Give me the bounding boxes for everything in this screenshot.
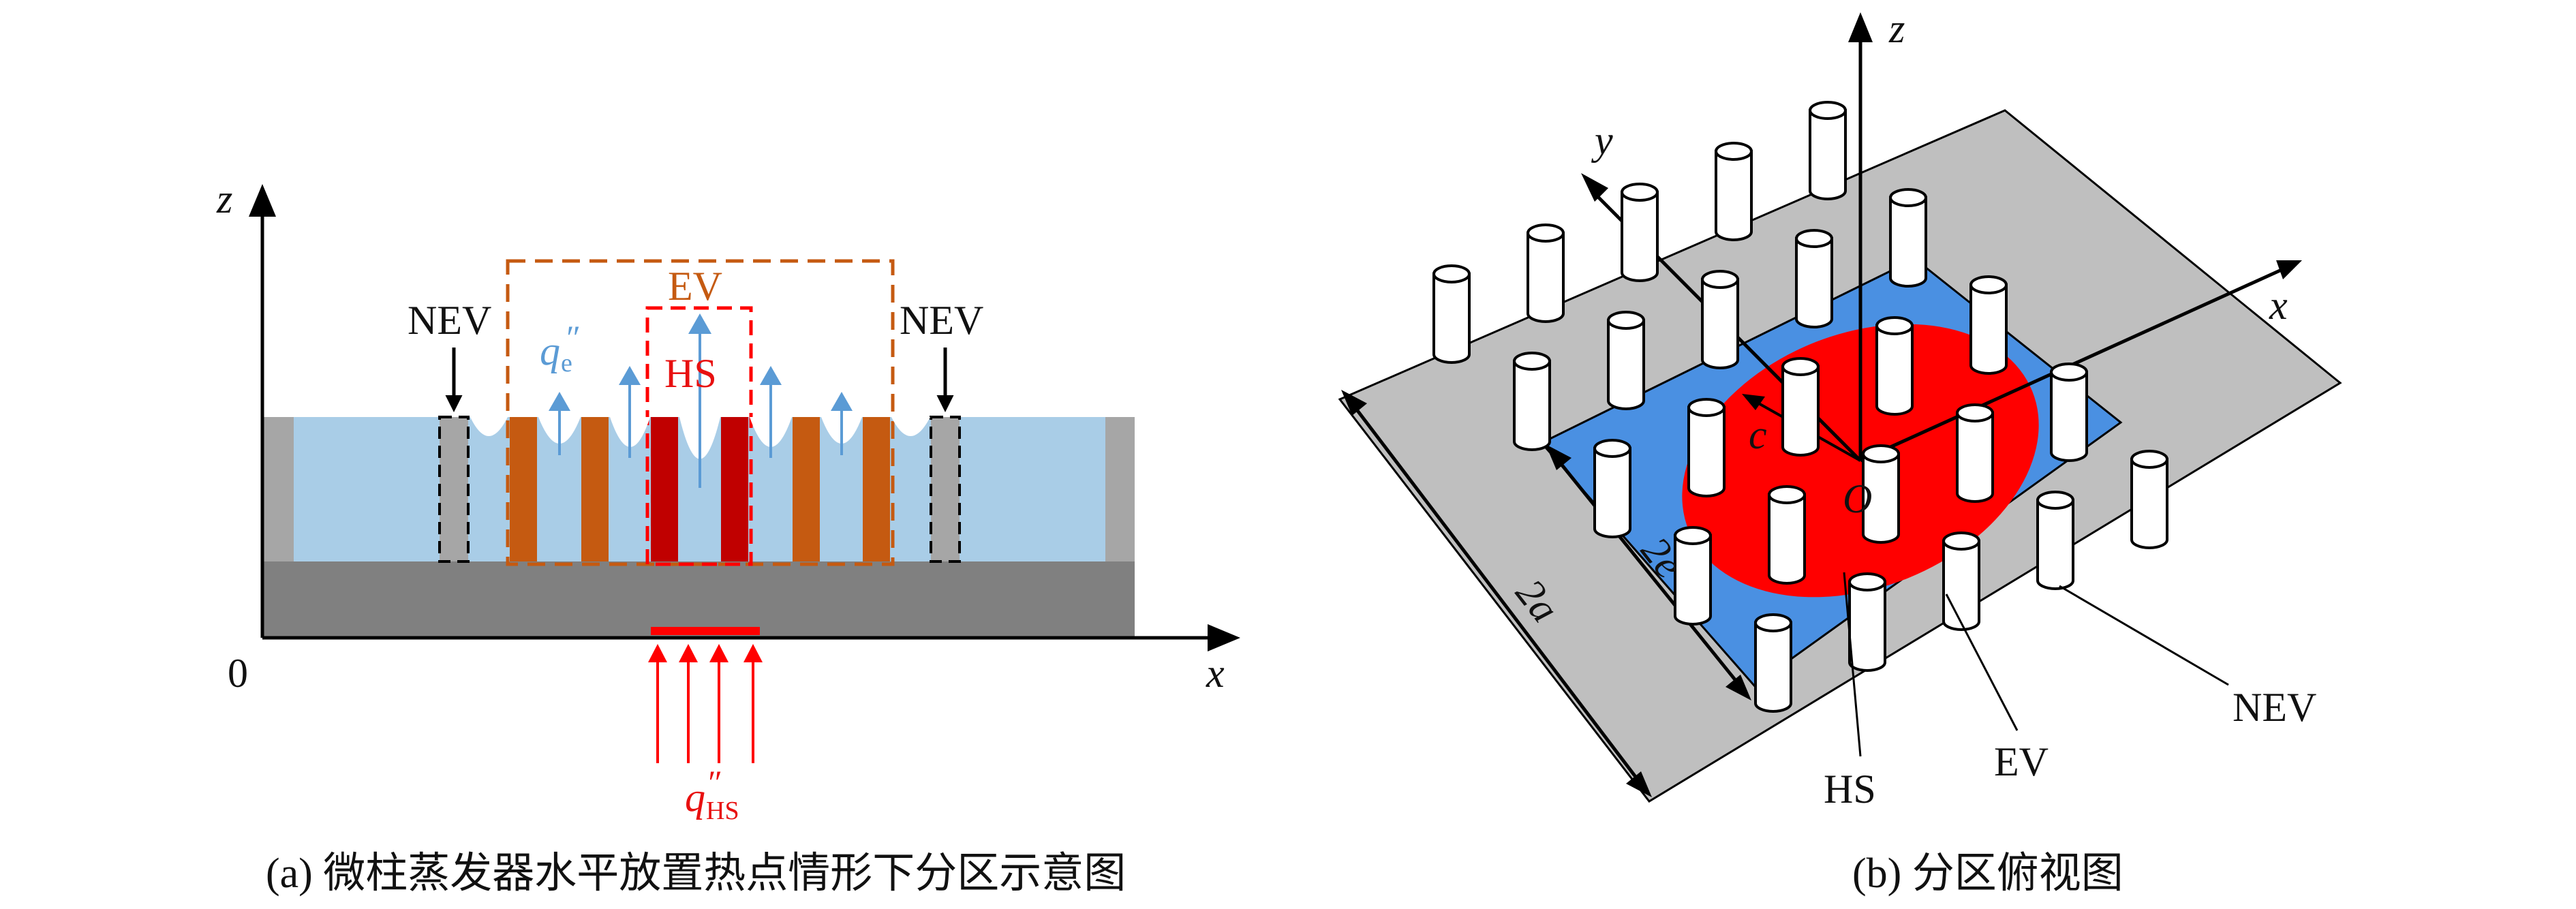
micropillar [1621, 183, 1659, 282]
qhs-symbol: q [685, 775, 705, 820]
panel-a: z x 0 NEV NEV EV HS q e ″ q ″ HS (a) 微柱蒸… [216, 176, 1240, 897]
axis-x-arrowhead [1208, 624, 1240, 651]
micropillar [2036, 491, 2074, 590]
nev-post-left [438, 416, 470, 563]
axis-z-arrowhead [249, 184, 276, 217]
ev-post [793, 417, 820, 561]
nev-leader [2059, 585, 2229, 686]
hs-post [721, 417, 748, 561]
nev-label-b: NEV [2233, 685, 2316, 730]
dimension-2e [1559, 462, 1738, 683]
qe-subscript: e [561, 349, 572, 378]
micropillar [1875, 316, 1914, 416]
qe-symbol: q [540, 328, 560, 373]
micropillar [2050, 363, 2088, 462]
micropillar [1862, 444, 1900, 544]
ev-dashed-box [506, 259, 895, 566]
micropillar [1795, 229, 1833, 328]
micropillar [1969, 275, 2008, 375]
axis-x-label-b: x [2269, 283, 2288, 328]
evaporation-arrows [549, 313, 853, 488]
axis-z-label: z [216, 176, 232, 221]
panel-b: z y x O c 2e 2a HS EV NEV (b) 分区俯视图 [1338, 6, 2342, 897]
ev-leader [1945, 594, 2019, 731]
ev-label: EV [668, 264, 722, 309]
heat-input-arrows [648, 644, 763, 763]
hs-leader [1843, 572, 1862, 757]
hs-post [651, 417, 678, 561]
origin-label-b: O [1843, 476, 1872, 521]
micropillar [1432, 264, 1471, 364]
ev-post [510, 417, 537, 561]
qhs-flux-label: q ″ HS [685, 763, 739, 825]
ev-post [863, 417, 890, 561]
substrate [262, 561, 1135, 638]
hs-label-b: HS [1824, 767, 1876, 812]
micropillar [1848, 572, 1886, 672]
ev-label-b: EV [1994, 739, 2049, 784]
micropillar [1781, 357, 1820, 457]
qhs-subscript: HS [706, 797, 739, 825]
hs-label: HS [664, 351, 717, 396]
micropillar [1674, 526, 1712, 626]
micropillar [1715, 142, 1753, 241]
qe-flux-label: q e ″ [540, 318, 579, 378]
radius-c-arrowhead [1742, 394, 1765, 410]
micropillar [1607, 311, 1645, 410]
dimension-2e-arrow-end [1726, 675, 1751, 700]
left-wall [262, 417, 294, 561]
micropillar [1593, 439, 1631, 538]
qhs-prime: ″ [706, 763, 721, 801]
dimension-2a-arrow-start [1341, 390, 1367, 416]
micropillar [1527, 224, 1565, 323]
heat-source-strip [651, 627, 760, 635]
micropillar [1956, 403, 1994, 503]
axis-y-label-b: y [1591, 118, 1613, 163]
micropillar [1687, 398, 1726, 497]
ev-post [581, 417, 609, 561]
micropillar [1768, 485, 1806, 585]
axis-y-arrowhead-b [1581, 173, 1608, 202]
caption-a: (a) 微柱蒸发器水平放置热点情形下分区示意图 [266, 850, 1126, 897]
nev-label-right: NEV [900, 298, 983, 343]
dimension-2a-arrow-end [1626, 771, 1652, 797]
axis-z-label-b: z [1888, 6, 1905, 51]
micropillar [1889, 188, 1927, 288]
micropillar [2130, 450, 2168, 549]
micropillar-array [1432, 101, 2168, 713]
micropillar [1701, 270, 1739, 369]
dimension-2e-arrow-start [1546, 444, 1571, 470]
dimension-2a [1355, 407, 1637, 778]
nev-label-left: NEV [408, 298, 491, 343]
micropillar [1942, 531, 1980, 631]
nev-post-right [930, 416, 961, 563]
hs-dashed-box [645, 306, 753, 566]
axis-z-arrowhead-b [1848, 12, 1873, 42]
micropillar [1754, 613, 1792, 713]
micropillar [1809, 101, 1847, 200]
right-wall [1105, 417, 1135, 561]
axis-x-label: x [1206, 651, 1225, 696]
axis-x-arrowhead-b [2276, 260, 2302, 279]
caption-b: (b) 分区俯视图 [1852, 850, 2123, 897]
micropillar [1513, 352, 1551, 451]
qe-prime: ″ [564, 318, 579, 356]
origin-label: 0 [228, 651, 248, 696]
radius-c-label: c [1749, 412, 1767, 457]
